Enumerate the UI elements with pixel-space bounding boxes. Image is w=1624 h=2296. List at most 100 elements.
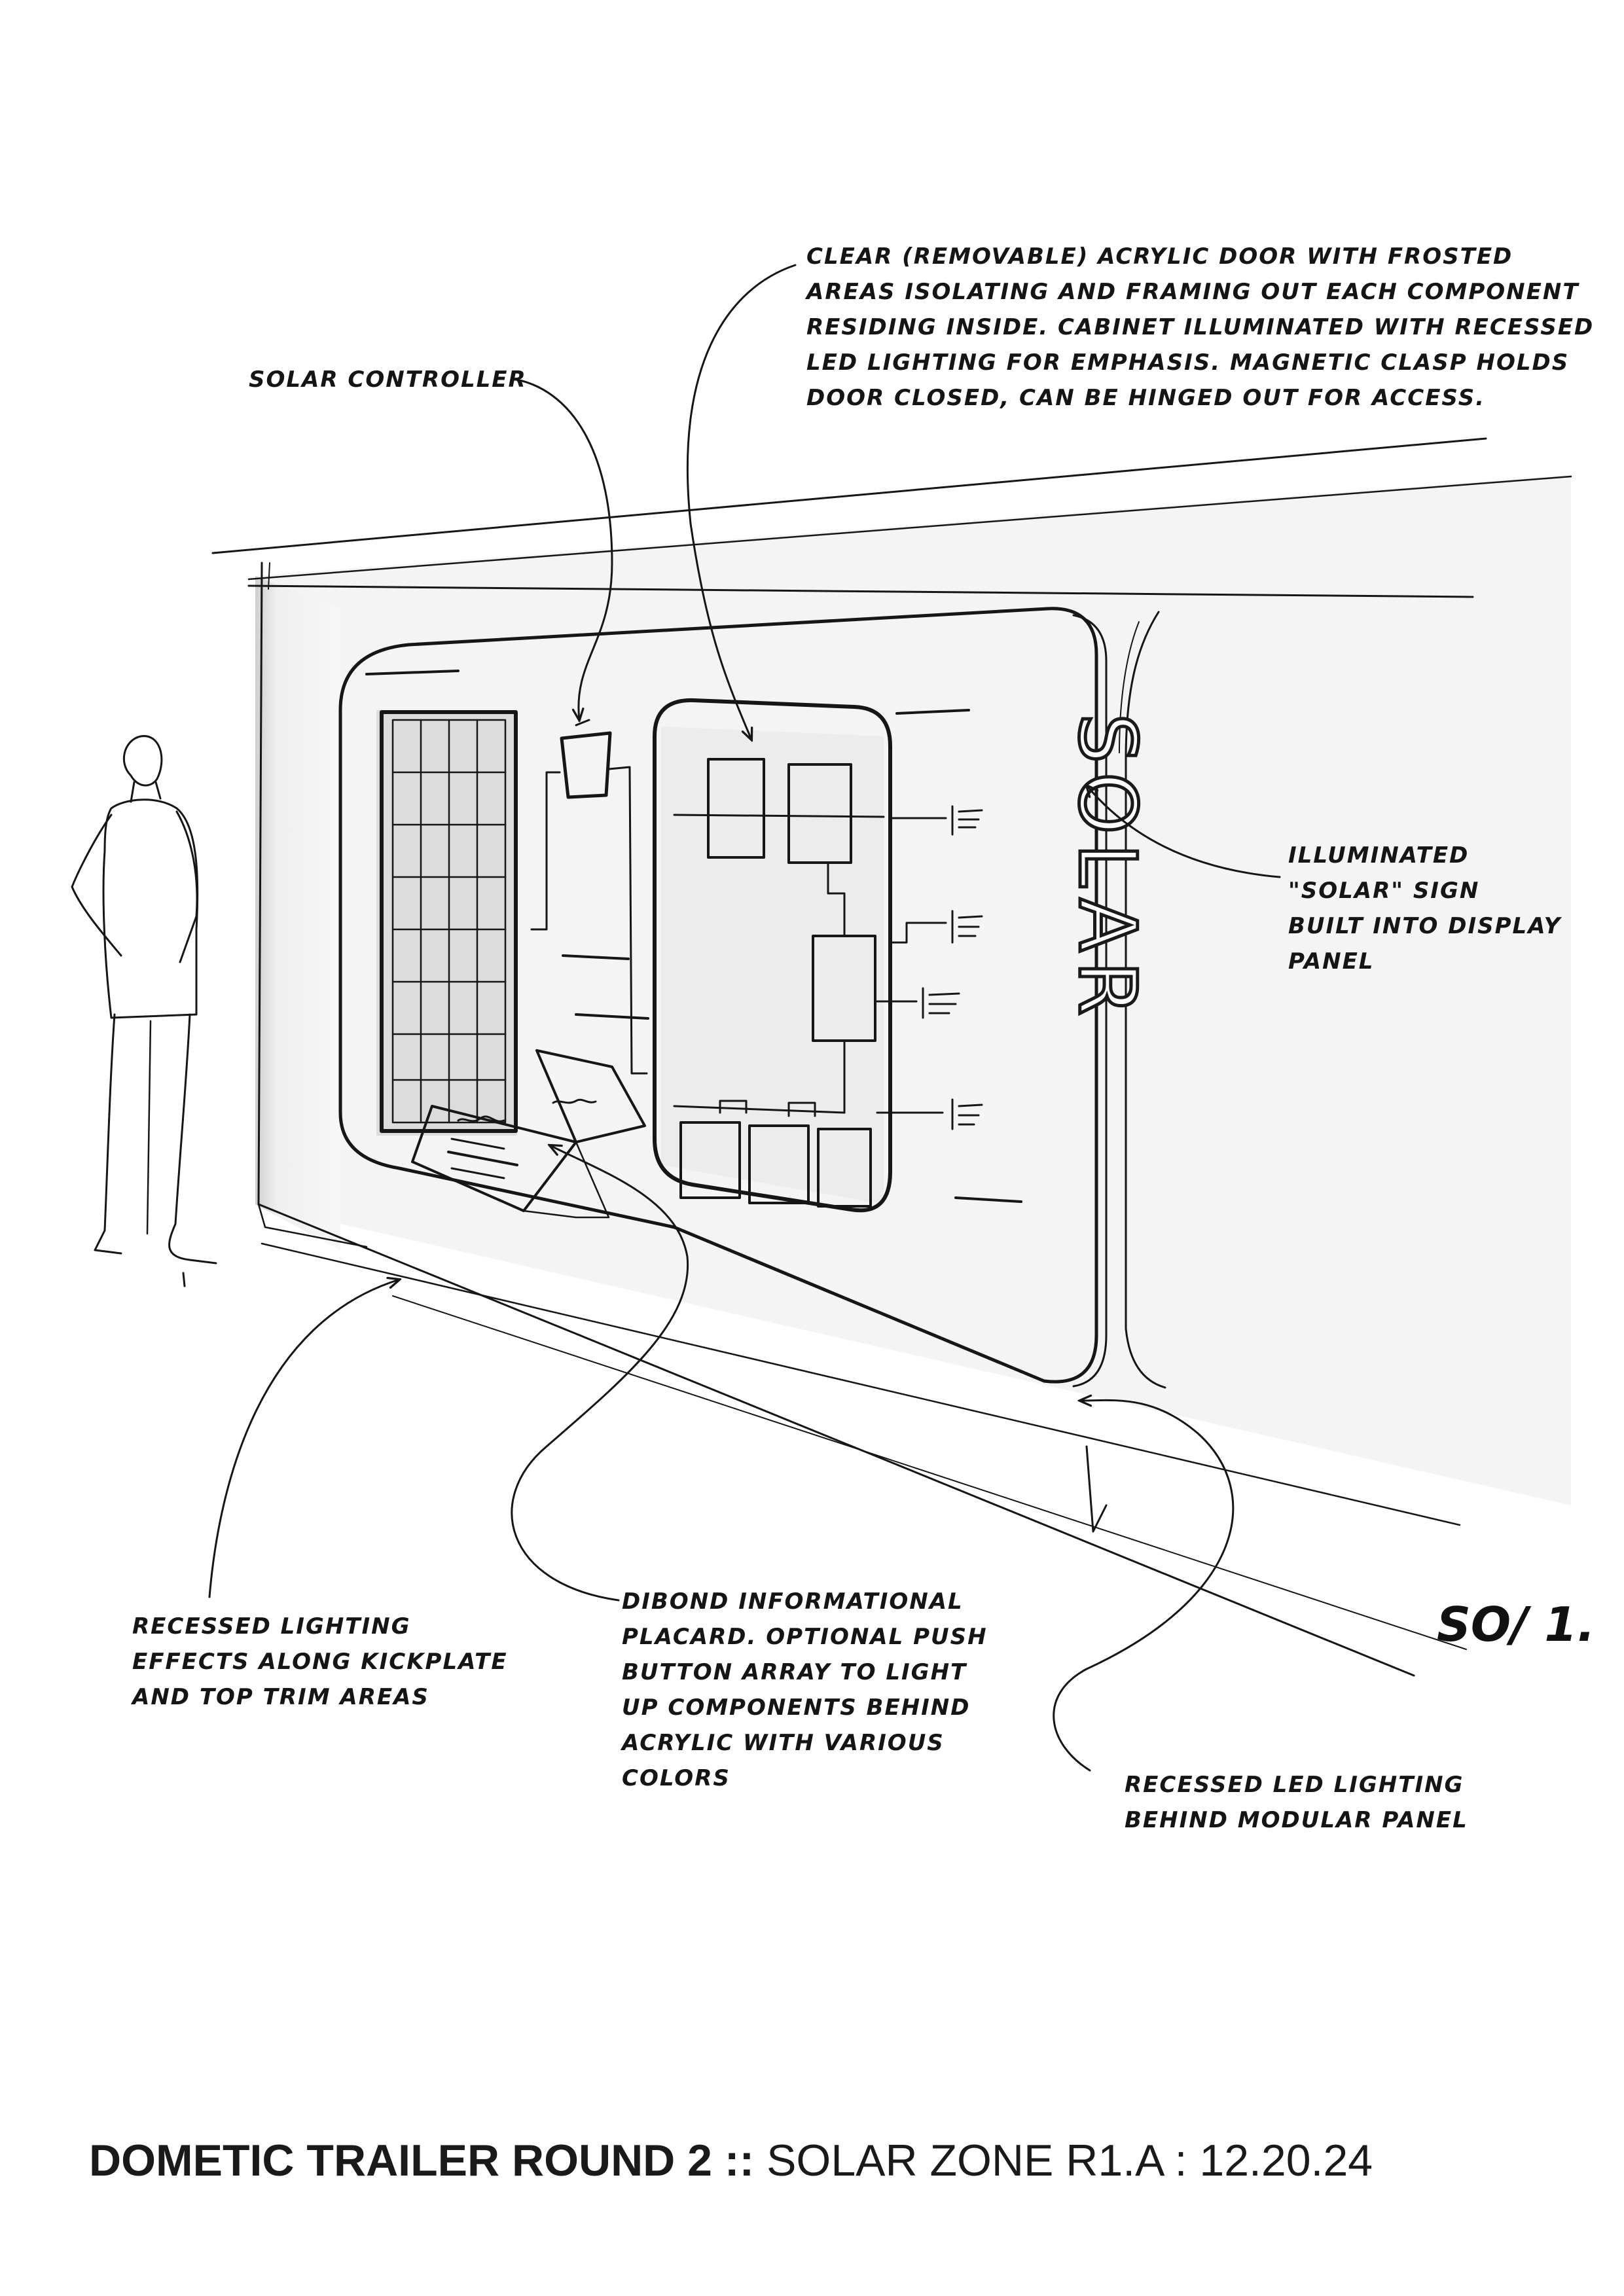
note-line: DOOR CLOSED, CAN BE HINGED OUT FOR ACCES…	[806, 385, 1486, 411]
drawing-title: DOMETIC TRAILER ROUND 2 :: SOLAR ZONE R1…	[89, 2135, 1373, 2186]
note-modular-panel: RECESSED LED LIGHTING BEHIND MODULAR PAN…	[1125, 1767, 1468, 1838]
left-return-wall	[255, 576, 340, 1250]
charge-controller-a	[707, 758, 765, 859]
ceiling-line-2	[247, 584, 1474, 598]
battery-terminals	[719, 1100, 816, 1117]
ceiling-line-3	[247, 475, 1572, 581]
controller-wire-right	[607, 766, 648, 1075]
floor-line-1	[257, 1203, 1415, 1677]
note-line: RECESSED LED LIGHTING	[1125, 1772, 1464, 1798]
note-line: EFFECTS ALONG KICKPLATE	[132, 1649, 508, 1675]
panel-support-foot	[1085, 1445, 1108, 1533]
note-line: LED LIGHTING FOR EMPHASIS. MAGNETIC CLAS…	[806, 350, 1570, 376]
note-line: COLORS	[622, 1765, 731, 1791]
placard-shadow	[411, 1141, 610, 1219]
acrylic-door-leader	[686, 264, 797, 740]
leader-arrows	[208, 264, 1281, 1772]
note-line: "SOLAR" SIGN	[1288, 878, 1480, 904]
note-line: DIBOND INFORMATIONAL	[622, 1588, 964, 1615]
figure-leg-left	[94, 1013, 122, 1255]
figure-head	[122, 735, 163, 787]
controller-box	[560, 731, 612, 799]
figure-torso	[102, 798, 199, 1019]
right-bay-edge-2	[1119, 621, 1140, 753]
wall-back-shading	[255, 475, 1571, 1505]
frost-stroke-2	[562, 954, 630, 960]
placard-line-1	[450, 1138, 505, 1150]
wall-left-edge	[257, 562, 263, 1206]
floor-line-3	[392, 1295, 1467, 1650]
placard-tilted-panel	[535, 1049, 646, 1143]
right-bay-edge	[1125, 611, 1166, 1389]
figure-ground-mark	[182, 1272, 186, 1287]
note-line: RECESSED LIGHTING	[132, 1613, 411, 1640]
note-line: BEHIND MODULAR PANEL	[1125, 1807, 1468, 1833]
solar-controller-box	[530, 719, 648, 1075]
drawing-title-project: DOMETIC TRAILER ROUND 2 ::	[89, 2136, 755, 2185]
branch-4	[876, 1098, 983, 1130]
dibond-placard	[411, 1049, 646, 1219]
controller-wire-left	[530, 771, 561, 931]
frost-stroke-1	[365, 670, 460, 675]
display-panel-outline	[338, 607, 1098, 1384]
display-panel-inner-edge	[1072, 614, 1108, 1388]
note-placard: DIBOND INFORMATIONAL PLACARD. OPTIONAL P…	[622, 1584, 988, 1796]
battery-2	[748, 1124, 810, 1204]
note-line: ACRYLIC WITH VARIOUS	[622, 1730, 945, 1756]
note-line: PANEL	[1288, 948, 1375, 975]
branch-1	[889, 805, 983, 836]
note-line: AND TOP TRIM AREAS	[132, 1684, 429, 1710]
note-line: PLACARD. OPTIONAL PUSH	[622, 1624, 988, 1650]
solar-controller-leader	[516, 378, 613, 720]
note-line: ILLUMINATED	[1288, 842, 1470, 869]
note-line: BUILT INTO DISPLAY	[1288, 913, 1562, 939]
figure-leg-right	[168, 1013, 217, 1265]
note-kickplate: RECESSED LIGHTING EFFECTS ALONG KICKPLAT…	[132, 1609, 508, 1715]
wall-structure	[211, 437, 1572, 1677]
note-line: BUTTON ARRAY TO LIGHT	[622, 1659, 967, 1685]
placard-script-1	[457, 1115, 505, 1122]
note-line: CLEAR (REMOVABLE) ACRYLIC DOOR WITH FROS…	[806, 243, 1513, 270]
note-acrylic-door: CLEAR (REMOVABLE) ACRYLIC DOOR WITH FROS…	[806, 239, 1594, 416]
battery-1	[679, 1121, 741, 1199]
acrylic-cabinet	[653, 698, 892, 1213]
note-solar-controller: SOLAR CONTROLLER	[249, 362, 527, 397]
placard-leader	[511, 1145, 689, 1602]
drawing-title-detail: SOLAR ZONE R1.A : 12.20.24	[754, 2136, 1373, 2185]
solar-module-shadow	[376, 710, 517, 1136]
note-line: UP COMPONENTS BEHIND	[622, 1695, 971, 1721]
frost-stroke-3	[575, 1013, 649, 1020]
figure-neck	[130, 781, 162, 803]
note-solar-sign: ILLUMINATED "SOLAR" SIGN BUILT INTO DISP…	[1288, 838, 1561, 979]
bus-wire-3	[673, 1105, 846, 1114]
wall-left-edge-2	[268, 562, 270, 590]
solar-module	[376, 710, 518, 1136]
modular-panel-leader	[1053, 1400, 1235, 1772]
cabinet-door-outline	[653, 698, 892, 1213]
floor-line-2	[261, 1242, 1461, 1526]
ceiling-line-1	[211, 437, 1487, 554]
bus-wire-1	[673, 814, 885, 818]
battery-3	[817, 1128, 872, 1208]
branch-circuits	[876, 805, 983, 1130]
placard-line-2	[447, 1151, 518, 1166]
kickplate-edge	[257, 1203, 368, 1248]
solar-module-frame	[380, 710, 518, 1133]
figure-inner-leg	[146, 1020, 152, 1235]
placard-line-3	[450, 1167, 505, 1179]
note-line: AREAS ISOLATING AND FRAMING OUT EACH COM…	[806, 279, 1579, 305]
cabinet-frost	[661, 726, 884, 1204]
frost-stroke-4	[895, 709, 970, 715]
solar-sign-leader	[1087, 785, 1281, 878]
note-line: SOLAR CONTROLLER	[249, 367, 527, 393]
sheet-code: SO/ 1.	[1437, 1597, 1595, 1652]
figure-arm-right	[175, 810, 198, 963]
charge-controller-b	[787, 763, 852, 864]
kickplate-leader	[208, 1280, 399, 1598]
bus-wire-2	[827, 861, 846, 937]
branch-3	[876, 987, 960, 1019]
solar-sign-text: SOLAR	[1061, 713, 1152, 1025]
figure-arm-left	[71, 814, 122, 957]
